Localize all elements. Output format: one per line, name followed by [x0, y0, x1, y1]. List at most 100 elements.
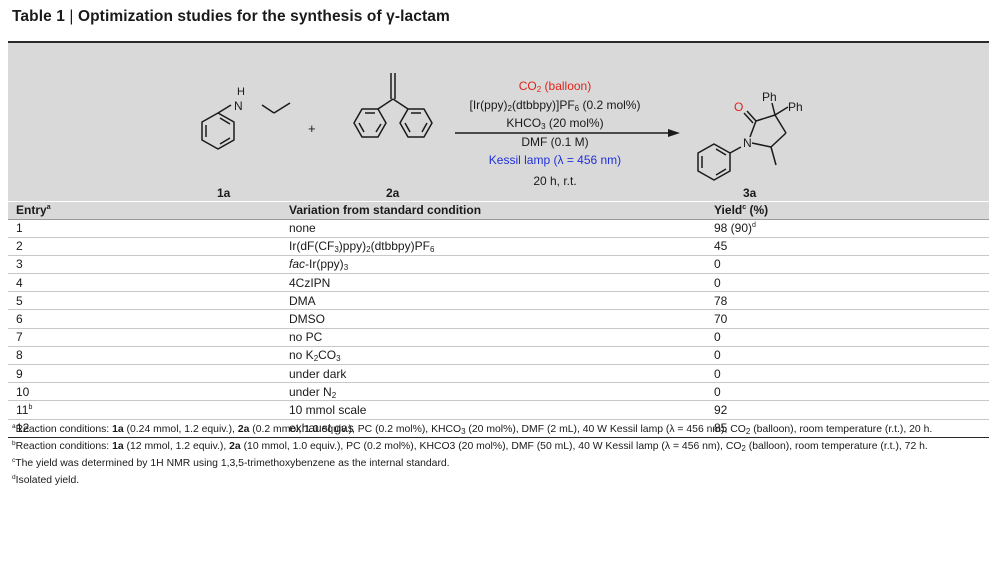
- entry-number: 12: [16, 421, 30, 436]
- cell-entry: 9: [8, 364, 281, 384]
- cell-yield: 0: [706, 346, 989, 366]
- entry-number: 2: [16, 239, 23, 254]
- yield-value: 0: [714, 348, 721, 363]
- text-run: (0.24 mmol, 1.2 equiv.),: [123, 424, 238, 435]
- text-run: DMSO: [289, 312, 325, 327]
- condition-text: DMF (0.1 M): [521, 134, 589, 149]
- cell-variation: Ir(dF(CF3)ppy)2(dtbbpy)PF6: [281, 237, 706, 256]
- text-run: Ir(dF(CF: [289, 239, 335, 254]
- bold-run: 2a: [229, 441, 241, 452]
- cell-yield: 85: [706, 419, 989, 438]
- subscript: 3: [336, 354, 341, 364]
- footnote: aReaction conditions: 1a (0.24 mmol, 1.2…: [12, 421, 992, 438]
- cell-variation: under dark: [281, 364, 706, 384]
- entry-number: 7: [16, 330, 23, 345]
- cell-variation: DMSO: [281, 309, 706, 329]
- compound-label-2a: 2a: [386, 186, 400, 200]
- yield-value: 85: [714, 421, 728, 436]
- yield-value: 70: [714, 312, 728, 327]
- header-yield: Yieldc (%): [706, 202, 989, 220]
- text-run: (20 mol%), DMF (2 mL), 40 W Kessil lamp …: [465, 424, 746, 435]
- cell-entry: 10: [8, 382, 281, 402]
- cell-yield: 45: [706, 237, 989, 256]
- subscript: 2: [313, 354, 319, 364]
- table-row: 2 Ir(dF(CF3)ppy)2(dtbbpy)PF6 45: [8, 237, 989, 256]
- text-run: under N: [289, 384, 332, 399]
- italic-run: fac: [289, 257, 306, 272]
- cell-yield: 78: [706, 291, 989, 311]
- lactam-bond-n-co: [749, 120, 757, 138]
- condition-text: 20 h, r.t.: [533, 173, 577, 188]
- entry-number: 11: [16, 402, 29, 417]
- condition-line: CO2 (balloon): [443, 77, 667, 96]
- compound-label-1a: 1a: [217, 186, 231, 200]
- cell-variation: no PC: [281, 328, 706, 347]
- text-run: (10 mmol, 1.0 equiv.), PC (0.2 mol%), KH…: [240, 441, 742, 452]
- subscript: 2: [745, 427, 751, 436]
- text-run: DMA: [289, 293, 316, 308]
- entry-number: 5: [16, 293, 23, 308]
- condition-text: (0.2 mol%): [579, 97, 641, 112]
- cell-entry: 6: [8, 309, 281, 329]
- cell-variation: DMA: [281, 291, 706, 311]
- optimization-table: Entrya Variation from standard condition…: [8, 202, 989, 438]
- n-ethyl-bond-2: [273, 102, 291, 114]
- table-title: Table 1 | Optimization studies for the s…: [12, 8, 450, 26]
- condition-text: Kessil lamp (λ = 456 nm): [488, 153, 622, 168]
- cell-entry: 3: [8, 255, 281, 275]
- plus-sign: +: [308, 121, 316, 136]
- table-row: 10 under N2 0: [8, 382, 989, 402]
- nitrogen-label-3a: N: [743, 136, 752, 150]
- lactam-bond-co-c: [755, 114, 776, 122]
- yield-value: 0: [714, 275, 721, 290]
- condition-lines: CO2 (balloon)[Ir(ppy)2(dtbbpy)]PF6 (0.2 …: [443, 77, 667, 191]
- table-row: 4 4CzIPN 0: [8, 273, 989, 293]
- carbonyl-bond: [746, 110, 757, 122]
- reaction-scheme: N H + N O Ph Ph CO2 (balloon)[Ir(ppy)2(d…: [8, 41, 989, 201]
- entry-number: 6: [16, 312, 23, 327]
- lactam-bond-ch-n: [751, 142, 772, 148]
- subscript: 3: [334, 245, 339, 255]
- cell-entry: 5: [8, 291, 281, 311]
- cell-variation: fac-Ir(ppy)3: [281, 255, 706, 275]
- yield-value: 45: [714, 239, 728, 254]
- cell-yield: 98 (90)d: [706, 219, 989, 238]
- cell-entry: 11b: [8, 400, 281, 420]
- cell-variation: none: [281, 219, 706, 238]
- text-run: 4CzIPN: [289, 275, 331, 290]
- lactam-bond-ch2-ch: [770, 132, 787, 148]
- yield-value: 98 (90): [714, 221, 753, 236]
- header-entry: Entrya: [8, 202, 281, 220]
- footnote-mark: b: [28, 403, 33, 411]
- text-run: under dark: [289, 366, 347, 381]
- cell-yield: 0: [706, 273, 989, 293]
- table-caption: Optimization studies for the synthesis o…: [77, 8, 450, 25]
- text-run: Reaction conditions:: [15, 441, 113, 452]
- cell-yield: 0: [706, 364, 989, 384]
- text-run: (12 mmol, 1.2 equiv.),: [123, 441, 230, 452]
- cell-entry: 8: [8, 346, 281, 366]
- text-run: no K: [289, 348, 314, 363]
- subscript: 2: [536, 85, 542, 94]
- entry-number: 4: [16, 275, 23, 290]
- cell-yield: 0: [706, 328, 989, 347]
- table-number: Table 1: [12, 8, 65, 25]
- text-run: (dtbbpy)PF: [370, 239, 430, 254]
- ph-bond-1: [771, 102, 776, 116]
- cell-yield: 92: [706, 400, 989, 420]
- yield-value: 0: [714, 384, 721, 399]
- condition-text: CO: [518, 79, 537, 93]
- cell-yield: 70: [706, 309, 989, 329]
- cell-variation: 4CzIPN: [281, 273, 706, 293]
- yield-value: 78: [714, 293, 728, 308]
- entry-number: 10: [16, 384, 30, 399]
- compound-label-3a: 3a: [743, 186, 757, 200]
- cell-variation: under N2: [281, 382, 706, 402]
- text-run: Reaction conditions:: [15, 424, 113, 435]
- bold-run: 1a: [112, 424, 124, 435]
- cell-entry: 7: [8, 328, 281, 347]
